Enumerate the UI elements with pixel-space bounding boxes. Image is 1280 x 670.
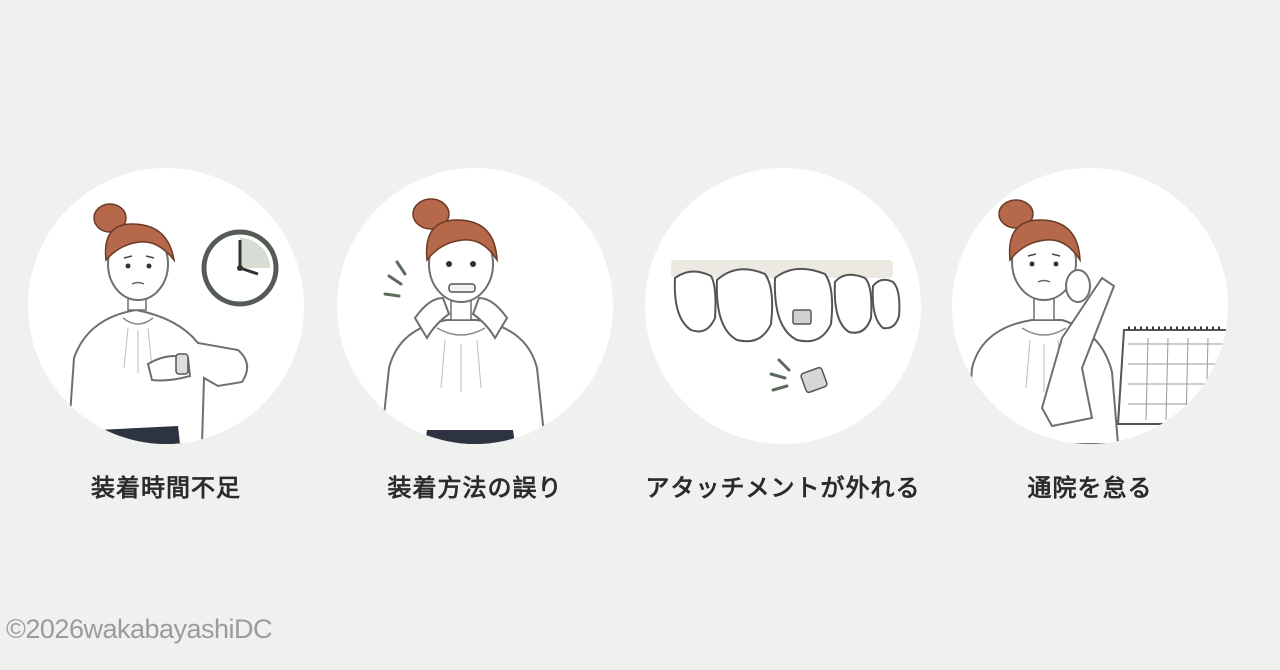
- teeth-attachment-illustration: [671, 260, 901, 394]
- panel-clinic-visits: [952, 168, 1228, 444]
- caption-clinic-visits: 通院を怠る: [1027, 474, 1153, 502]
- panel-attachment-off: [645, 168, 921, 444]
- caption-wearing-method: 装着方法の誤り: [387, 474, 563, 502]
- woman-with-calendar-illustration: [964, 199, 1228, 444]
- woman-checking-watch-illustration: [66, 203, 279, 444]
- copyright-notice: ©2026wakabayashiDC: [6, 614, 273, 644]
- caption-wearing-time: 装着時間不足: [91, 474, 241, 502]
- caption-attachment-off: アタッチメントが外れる: [645, 474, 921, 502]
- panel-wearing-time: [28, 168, 304, 444]
- panel-wearing-method: [337, 168, 613, 444]
- woman-fitting-aligner-illustration: [379, 198, 547, 444]
